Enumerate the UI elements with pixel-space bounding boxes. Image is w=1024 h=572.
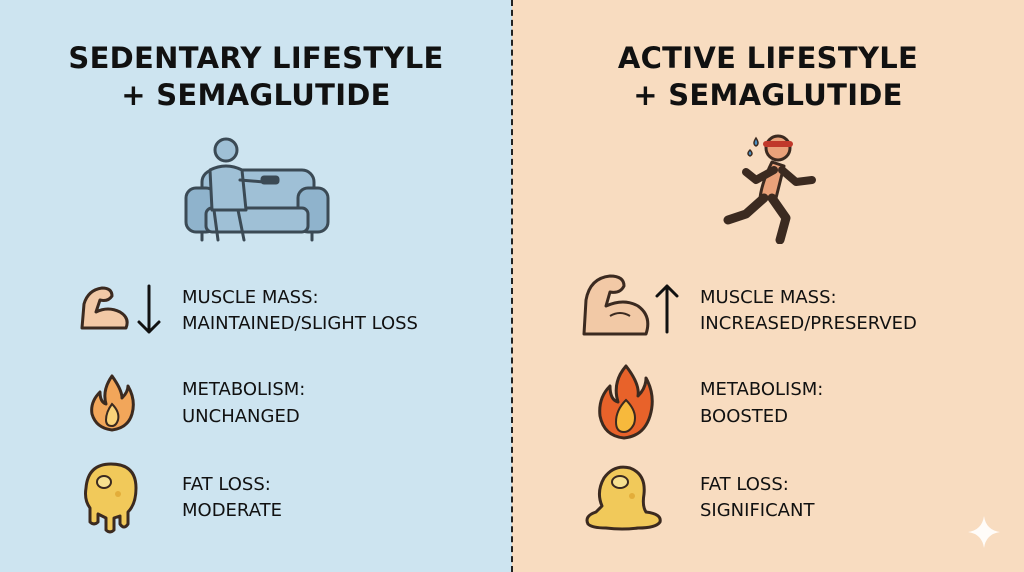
flame-icon <box>90 374 135 432</box>
running-person-icon <box>723 134 816 244</box>
dashed-divider <box>511 0 513 572</box>
sparkle-icon <box>968 516 1000 548</box>
person-on-couch-icon <box>184 137 330 242</box>
arrow-up-icon <box>655 284 679 334</box>
metabolism-value: BOOSTED <box>700 406 789 427</box>
muscle-mass-heading: MUSCLE MASS: <box>700 287 837 308</box>
fat-loss-value: SIGNIFICANT <box>700 500 815 521</box>
active-title: ACTIVE LIFESTYLE + SEMAGLUTIDE <box>617 41 919 112</box>
flexed-arm-icon <box>582 274 650 336</box>
sedentary-panel <box>0 0 512 572</box>
melting-fat-icon <box>585 465 662 531</box>
flexed-arm-icon <box>80 286 129 330</box>
metabolism-value: UNCHANGED <box>182 406 300 427</box>
arrow-down-icon <box>137 284 161 334</box>
muscle-mass-heading: MUSCLE MASS: <box>182 287 319 308</box>
fat-loss-heading: FAT LOSS: <box>182 474 271 495</box>
fat-loss-value: MODERATE <box>182 500 282 521</box>
flame-icon <box>598 364 654 440</box>
sedentary-title: SEDENTARY LIFESTYLE + SEMAGLUTIDE <box>68 41 444 112</box>
muscle-mass-value: MAINTAINED/SLIGHT LOSS <box>182 313 418 334</box>
melting-fat-icon <box>84 462 138 534</box>
metabolism-heading: METABOLISM: <box>700 379 824 400</box>
metabolism-heading: METABOLISM: <box>182 379 306 400</box>
muscle-mass-value: INCREASED/PRESERVED <box>700 313 917 334</box>
fat-loss-heading: FAT LOSS: <box>700 474 789 495</box>
